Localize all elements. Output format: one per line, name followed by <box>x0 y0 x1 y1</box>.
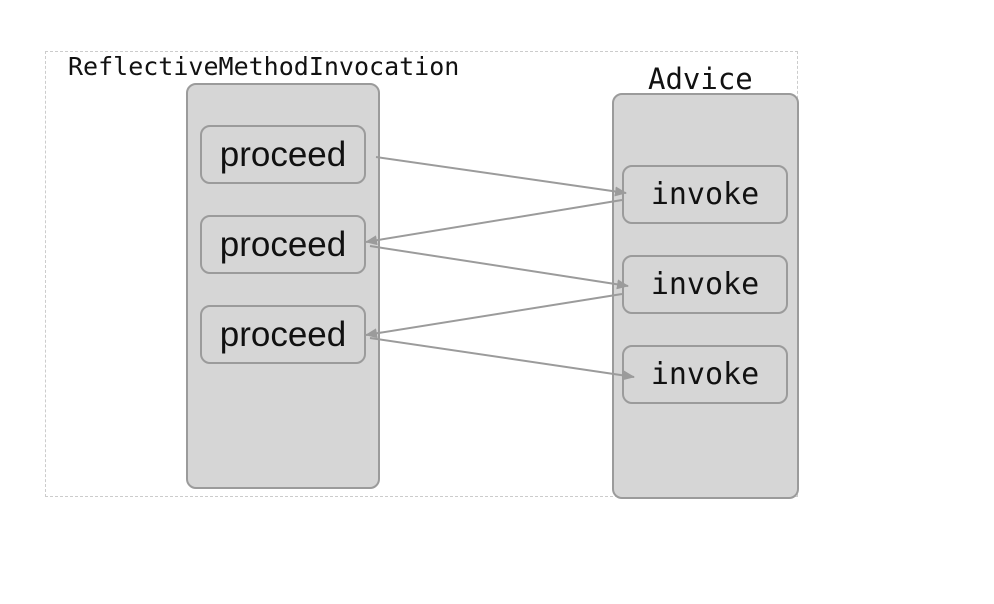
invoke-box-1: invoke <box>622 165 788 224</box>
outer-title: ReflectiveMethodInvocation <box>68 52 460 81</box>
arrow-proceed1-to-invoke1 <box>375 156 627 197</box>
proceed-box-1: proceed <box>200 125 366 184</box>
invoke-box-3: invoke <box>622 345 788 404</box>
arrow-proceed2-to-invoke2 <box>369 245 629 290</box>
proceed-box-2: proceed <box>200 215 366 274</box>
proceed-box-3: proceed <box>200 305 366 364</box>
invoke-box-2: invoke <box>622 255 788 314</box>
arrow-invoke1-to-proceed2 <box>365 199 623 246</box>
advice-title: Advice <box>648 62 753 96</box>
arrow-proceed3-to-invoke3 <box>369 337 635 381</box>
arrow-invoke2-to-proceed3 <box>365 293 623 339</box>
